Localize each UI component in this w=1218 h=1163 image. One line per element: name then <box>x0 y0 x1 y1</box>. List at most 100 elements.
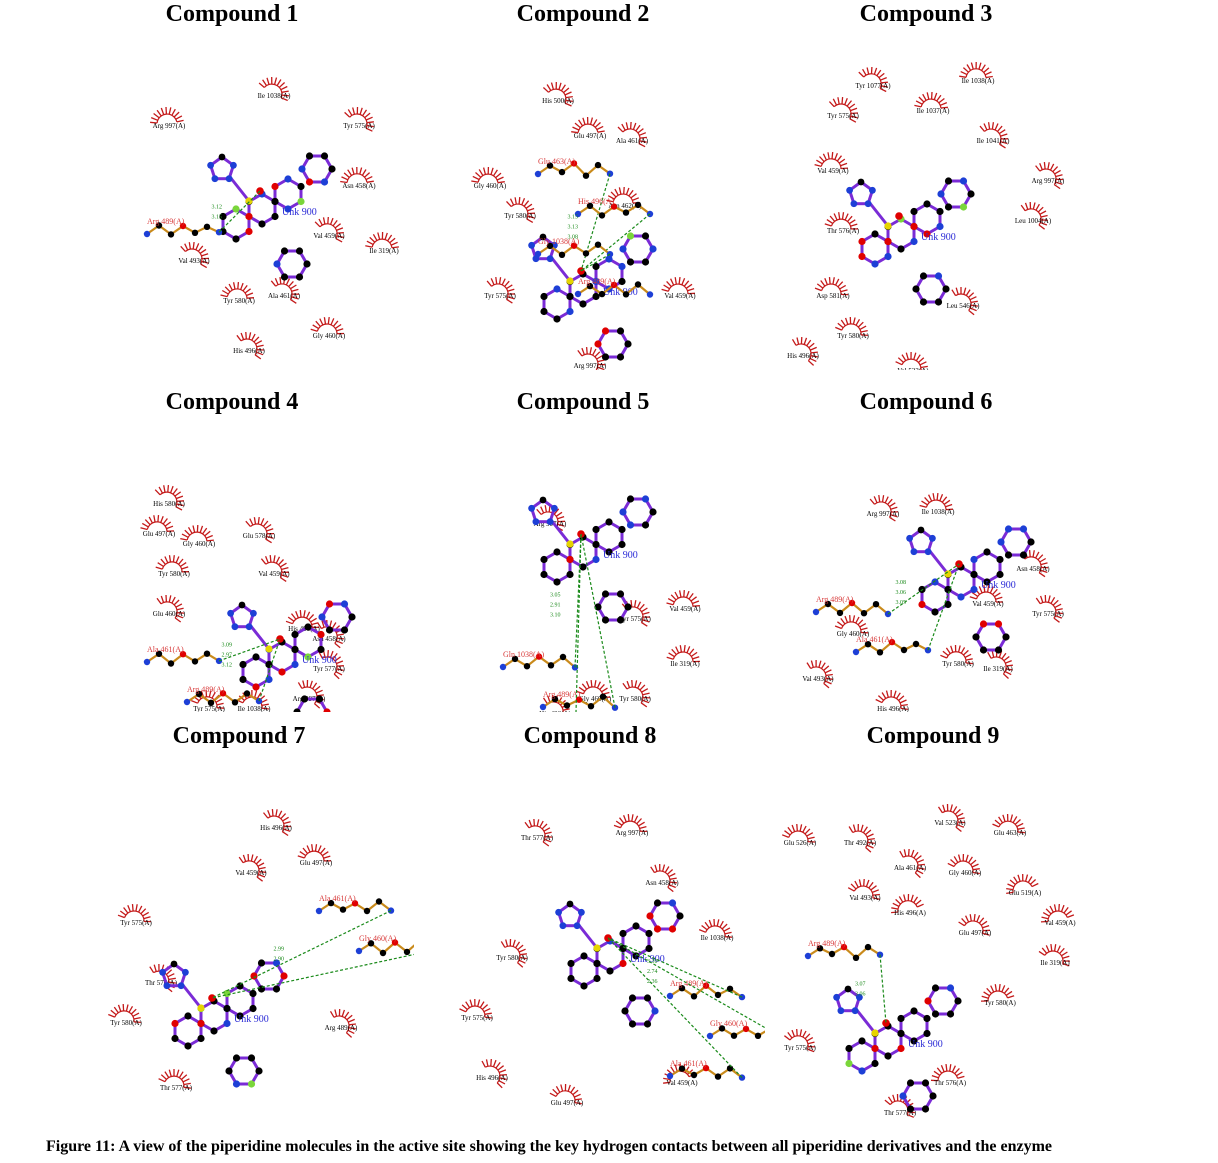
residue-label: Tyr 580(A) <box>496 954 528 962</box>
atom <box>619 245 627 253</box>
residue-sidechain <box>666 1064 746 1081</box>
atom <box>247 1080 256 1088</box>
atom <box>593 944 601 952</box>
residue-label: Ile 319(A) <box>983 665 1013 673</box>
atom <box>828 950 836 958</box>
residue-label: Thr 577(A) <box>884 1109 917 1117</box>
panel-compound-5: Compound 5 Arg 997(A)Val 459(A)Tyr 575(A… <box>408 388 758 712</box>
hydrophobic-contact-arc <box>329 1008 356 1038</box>
atom <box>1004 525 1013 533</box>
residue-label: His 496(A) <box>787 352 819 360</box>
atom <box>245 623 253 631</box>
residue-label: Tyr 577(A) <box>313 665 345 673</box>
hbond-residue-label: Gly 460(A) <box>710 1019 747 1028</box>
atom <box>535 653 543 660</box>
hbond-distance: 3.09 <box>222 643 233 649</box>
residue-label: Tyr 575(A) <box>784 1044 816 1052</box>
atom <box>211 175 219 183</box>
residue-label: Glu 497(A) <box>959 929 992 937</box>
atom <box>197 1034 205 1043</box>
hydrophobic-contact-arc <box>158 1069 191 1089</box>
hbond-distance: 3.08 <box>568 235 579 241</box>
atom <box>250 972 258 980</box>
atom <box>632 922 640 930</box>
atom <box>227 609 235 617</box>
atom <box>579 300 587 308</box>
ligand-label: Unk 900 <box>603 287 638 298</box>
figure-grid: Compound 1 Ile 1038(A)Arg 997(A)Tyr 575(… <box>64 1 1076 1122</box>
hydrophobic-contact-arc <box>156 594 185 623</box>
residue-label: Tyr 580(A) <box>619 695 651 703</box>
atom <box>593 959 601 968</box>
residue-sidechain <box>143 650 223 667</box>
atom <box>924 997 932 1005</box>
ligand-label: Unk 900 <box>234 1014 269 1025</box>
atom <box>225 175 233 183</box>
panel-compound-7: Compound 7 His 496(A)Glu 497(A)Val 459(A… <box>64 722 414 1122</box>
atom <box>566 277 574 285</box>
atom <box>871 230 879 238</box>
atom <box>252 653 260 661</box>
atom <box>528 504 535 512</box>
residue-label: Val 459(A) <box>972 600 1004 608</box>
hydrophobic-contact-arc <box>847 878 880 900</box>
atom <box>864 641 872 648</box>
hydrophobic-contact-arc <box>784 1028 816 1053</box>
residue-sidechain <box>666 982 746 1001</box>
hbond-residue-label: Gly 460(A) <box>359 934 396 943</box>
atom <box>619 508 627 516</box>
ligand-label: Unk 900 <box>921 232 956 243</box>
atom <box>582 172 590 179</box>
atom <box>919 272 928 280</box>
atom <box>983 548 991 556</box>
hydrophobic-contact-arc <box>899 848 925 879</box>
atom <box>284 175 292 183</box>
hydrophobic-contact-arc <box>869 495 899 522</box>
residue-label: Glu 463(A) <box>994 829 1027 837</box>
atom <box>304 653 312 661</box>
residue-label: Ile 319(A) <box>670 660 700 668</box>
atom <box>245 212 253 221</box>
ligand-structure <box>528 495 657 624</box>
hydrogen-bond <box>211 910 392 999</box>
residue-label: Tyr 575(A) <box>120 919 152 927</box>
residue-label: Glu 526(A) <box>784 839 817 847</box>
residue-label: Tyr 575(A) <box>484 292 516 300</box>
panel-title: Compound 3 <box>859 1 993 27</box>
atom <box>317 645 325 654</box>
hydrophobic-contact-arc <box>180 524 214 542</box>
atom <box>297 182 305 191</box>
residue-label: Val 459(A) <box>666 1079 698 1087</box>
atom <box>225 1067 233 1075</box>
atom <box>511 655 519 663</box>
hydrophobic-contact-arc <box>154 485 185 511</box>
atom <box>871 1029 879 1037</box>
hydrophobic-contact-arc <box>180 242 210 269</box>
atom <box>959 177 968 185</box>
atom <box>856 993 863 1001</box>
atom <box>592 525 600 534</box>
hydrophobic-contact-arc <box>220 282 255 299</box>
hydrophobic-contact-arc <box>524 818 553 847</box>
atom <box>300 695 309 703</box>
atom <box>666 1072 674 1080</box>
atom <box>931 1010 940 1018</box>
hbond-residue-label: Arg 489(A) <box>670 979 708 988</box>
residue-label: Arg 997(A) <box>867 510 900 518</box>
atom <box>320 178 329 186</box>
hydrophobic-contact-arc <box>834 615 869 634</box>
residue-label: Tyr 580(A) <box>110 1019 142 1027</box>
atom <box>284 205 292 213</box>
atom <box>936 222 944 231</box>
hydrophobic-contact-arc <box>606 186 640 204</box>
hbond-distance: 2.99 <box>274 947 285 953</box>
atom <box>616 590 625 598</box>
atom <box>295 247 304 255</box>
atom <box>323 708 331 712</box>
hydrophobic-contact-arc <box>781 823 816 843</box>
residue-label: Arg 997(A) <box>616 829 649 837</box>
residue-label: Gly 460(A) <box>579 695 612 703</box>
residue-label: Tyr 575(A) <box>1032 610 1064 618</box>
atom <box>599 693 607 700</box>
atom <box>245 197 253 205</box>
